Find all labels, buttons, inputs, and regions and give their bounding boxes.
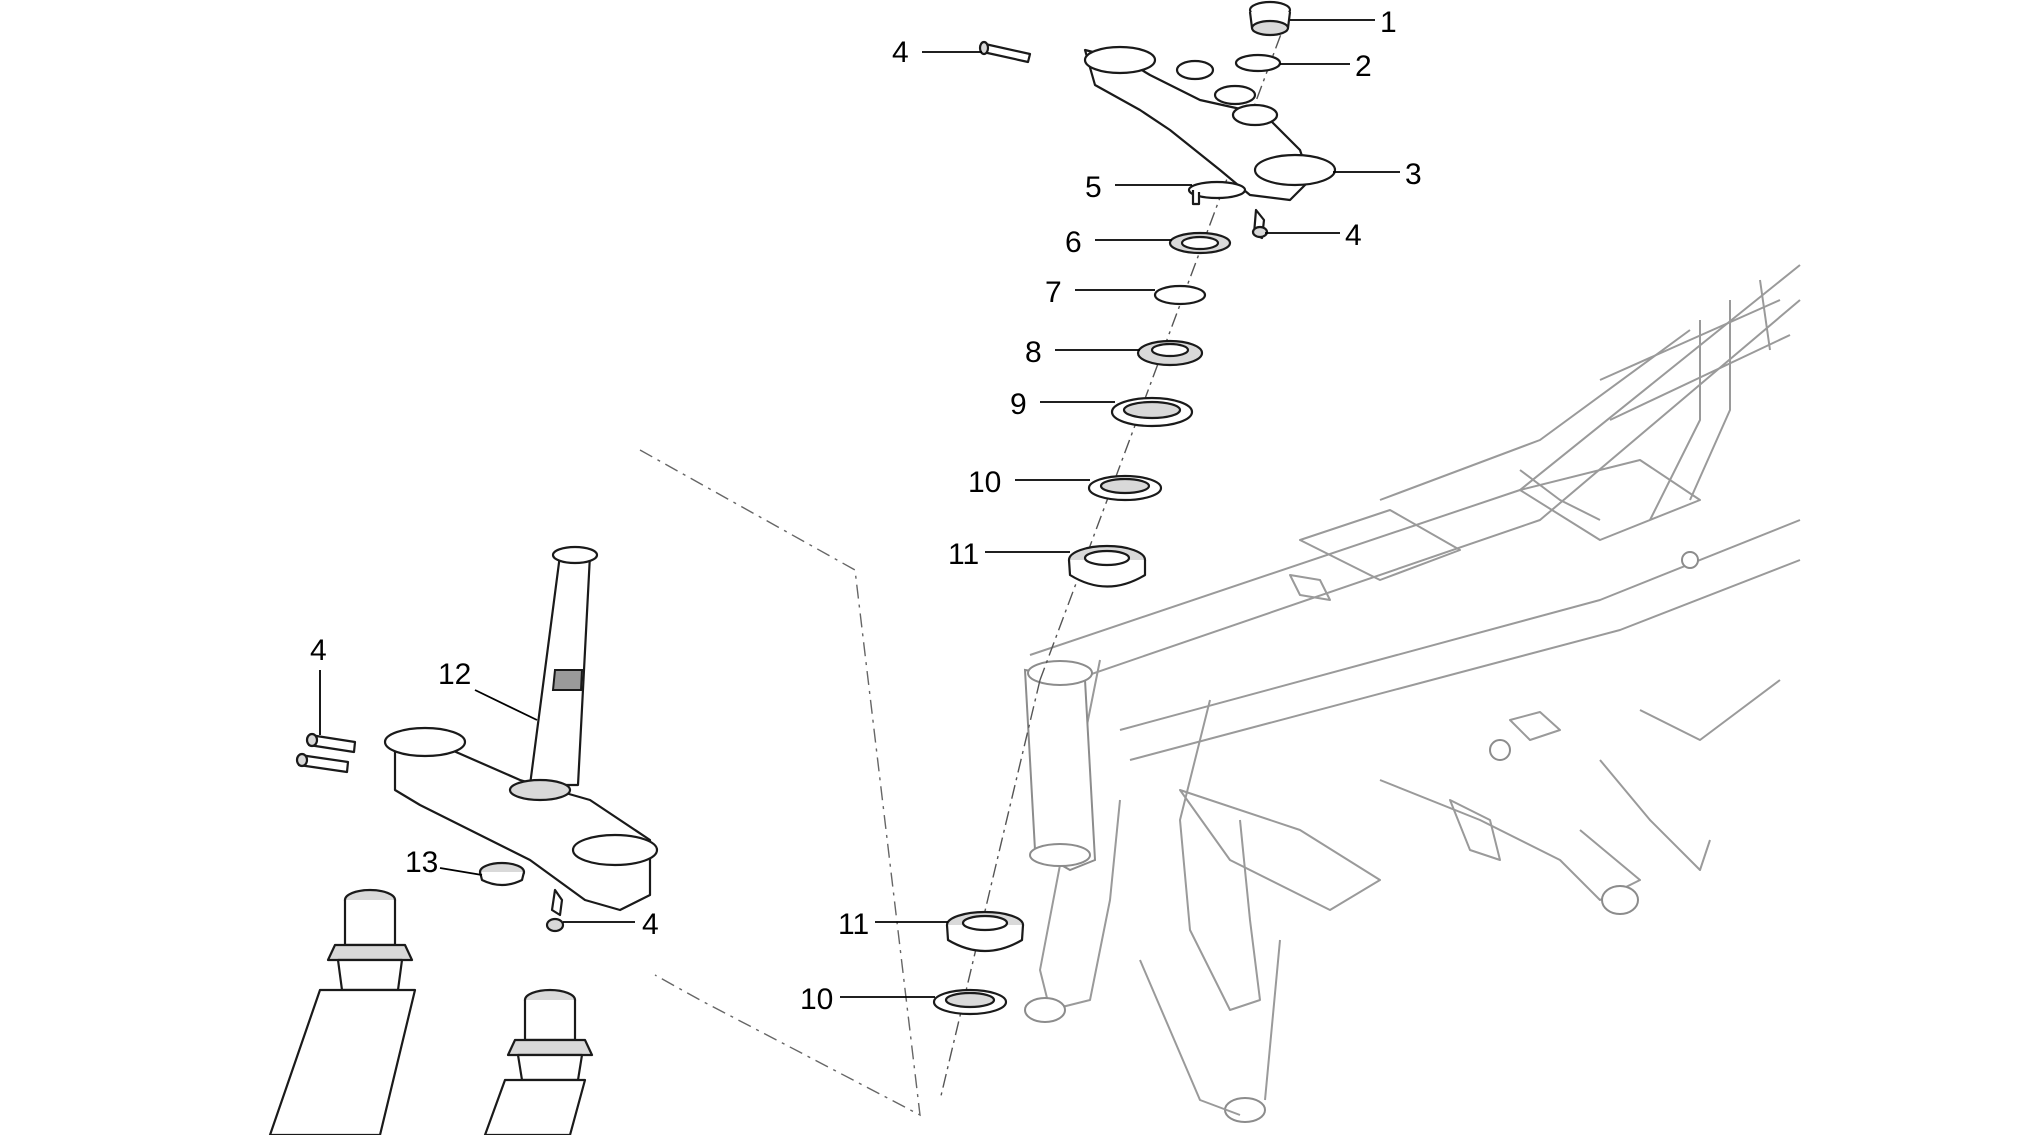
callout-label: 7 [1045,276,1062,309]
lower-triple-clamp-with-stem [383,545,659,912]
callout-label: 11 [838,908,869,941]
clamp-bolt-upper [978,40,1032,64]
lock-ring [1168,231,1232,255]
callout-label: 8 [1025,336,1042,369]
callout-label: 3 [1405,158,1422,191]
lower-bearing-race [932,988,1008,1016]
callout-label: 4 [892,36,909,69]
assembly-boundary-outline [639,449,921,1117]
callout-label: 6 [1065,226,1082,259]
upper-triple-clamp [1083,45,1337,202]
callout-label: 1 [1380,6,1397,39]
clamp-bolt-right [1251,208,1269,240]
upper-bearing-race [1087,474,1163,502]
callout-label: 4 [1345,219,1362,252]
callout-label: 10 [968,466,1001,499]
motorcycle-frame [1023,264,1801,1123]
upper-bearing [1067,544,1147,588]
callout-label: 5 [1085,171,1102,204]
clamp-bolts-lower [295,732,357,774]
fork-leg-right [483,988,594,1137]
callout-labels: 1 2 3 4 4 5 6 7 8 9 10 11 11 10 4 12 13 … [310,6,1422,1016]
stem-cap [478,861,526,887]
callout-label: 4 [642,908,659,941]
ring-nut [1136,339,1204,367]
callout-label: 12 [438,658,471,691]
callout-label: 11 [948,538,979,571]
callout-label: 2 [1355,50,1372,83]
clamp-bolt-lower-right [545,888,565,933]
callout-label: 13 [405,846,438,879]
spacer-ring [1187,180,1247,206]
top-nut [1248,0,1292,37]
lower-bearing [945,910,1025,953]
callout-label: 9 [1010,388,1027,421]
fork-leg-left [268,888,417,1137]
dust-seal [1110,396,1194,428]
thin-washer [1153,284,1207,306]
callout-label: 10 [800,983,833,1016]
callout-label: 4 [310,634,327,667]
washer [1234,53,1282,73]
leader-lines [319,19,1400,998]
